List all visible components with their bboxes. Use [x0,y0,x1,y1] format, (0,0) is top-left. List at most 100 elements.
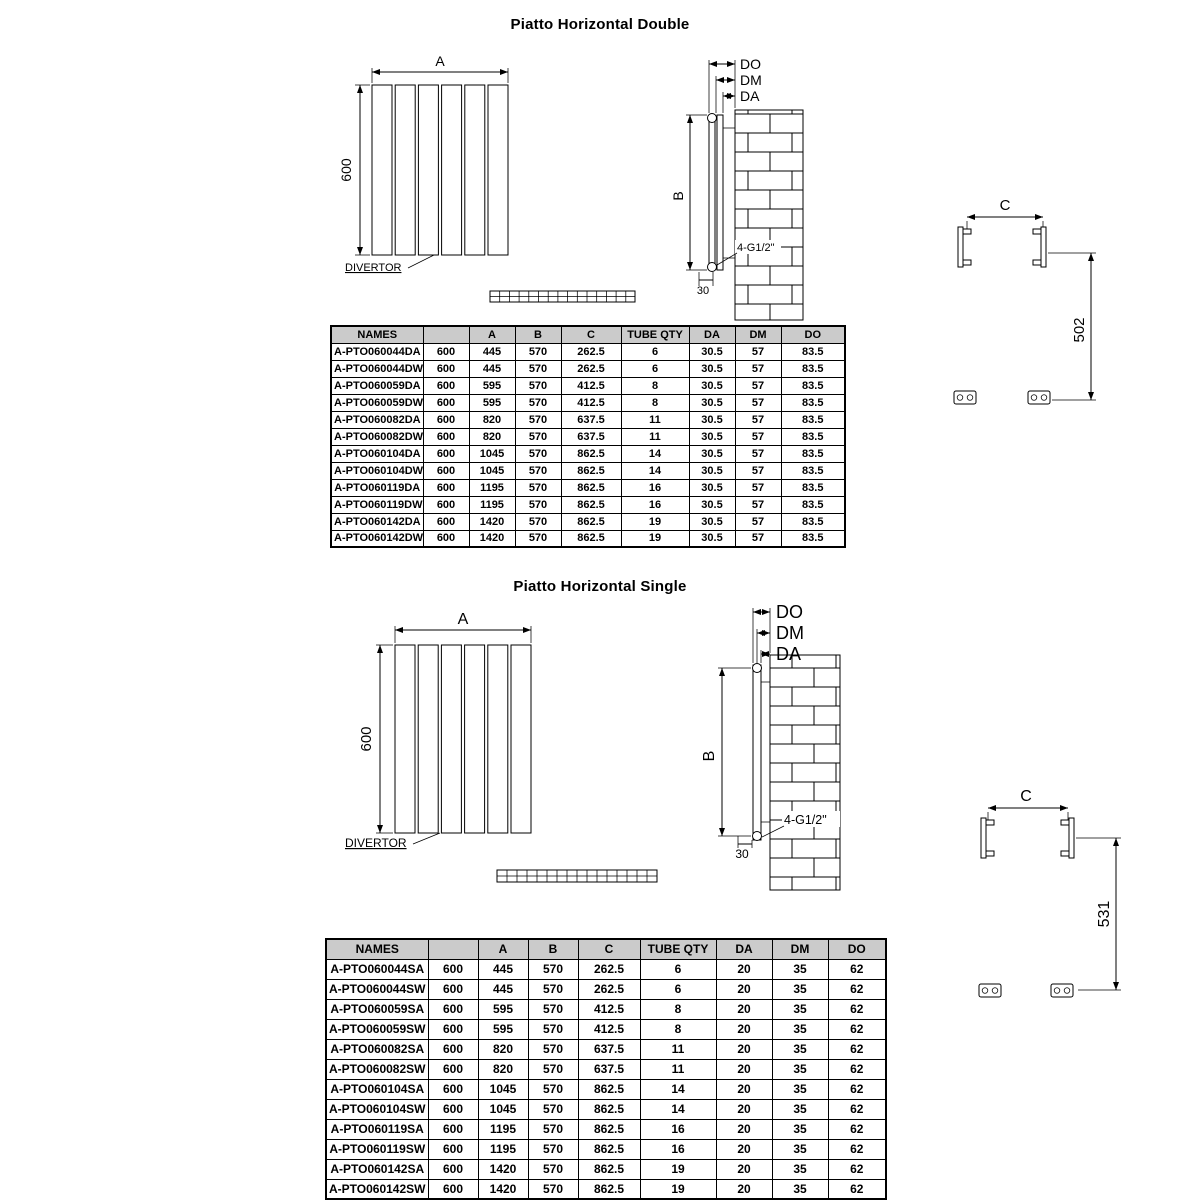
cell-da: 20 [715,1058,773,1080]
col-da: DA [688,325,736,344]
cell-dm: 35 [771,1058,829,1080]
cell-c: 262.5 [577,978,641,1000]
table-row: A-PTO060059SA 600 595 570 412.5 8 20 35 … [325,998,887,1020]
cell-a: 445 [468,359,516,378]
cell-do: 62 [827,978,887,1000]
cell-height: 600 [422,427,470,446]
table-header-row: NAMES A B C TUBE QTY DA DM DO [325,938,887,960]
cell-name: A-PTO060044SW [325,978,429,1000]
cell-name: A-PTO060119SW [325,1138,429,1160]
dim-da-label: DA [776,644,801,664]
dim-600-label: 600 [338,158,354,182]
spec-table-single: NAMES A B C TUBE QTY DA DM DO A-PTO06004… [325,938,887,1200]
dimension-height: 600 [358,644,393,834]
cell-height: 600 [427,1058,479,1080]
table-row: A-PTO060082DW 600 820 570 637.5 11 30.5 … [330,427,846,446]
cell-da: 30.5 [688,359,736,378]
cell-dm: 35 [771,1018,829,1040]
table-row: A-PTO060059SW 600 595 570 412.5 8 20 35 … [325,1018,887,1040]
cell-name: A-PTO060082SA [325,1038,429,1060]
cell-a: 1195 [468,478,516,497]
radiator-panels [394,644,532,834]
cell-do: 83.5 [780,427,846,446]
divertor-label: DIVERTOR [345,836,407,850]
cell-name: A-PTO060119DA [330,478,424,497]
dimension-span: 502 [1048,252,1096,401]
dimension-c: C [966,197,1044,230]
cell-dm: 57 [734,512,782,531]
table-row: A-PTO060119DW 600 1195 570 862.5 16 30.5… [330,495,846,514]
cell-b: 570 [527,1138,579,1160]
cell-name: A-PTO060082DW [330,427,424,446]
cell-a: 1045 [468,444,516,463]
dim-dm-label: DM [776,623,804,643]
cell-height: 600 [422,529,470,548]
cell-a: 1195 [477,1118,529,1140]
col-do: DO [780,325,846,344]
cell-do: 62 [827,1018,887,1040]
thread-callout: 4-G1/2" [716,240,781,266]
table-row: A-PTO060044SW 600 445 570 262.5 6 20 35 … [325,978,887,1000]
cell-a: 820 [468,410,516,429]
cell-da: 20 [715,1158,773,1180]
col-b: B [514,325,562,344]
cell-height: 600 [422,410,470,429]
top-bracket-right [1060,817,1075,859]
top-view-double [489,290,636,303]
cell-tube-qty: 19 [620,529,690,548]
top-bracket-left [980,817,995,859]
cell-a: 445 [477,978,529,1000]
cell-tube-qty: 16 [620,478,690,497]
cell-dm: 35 [771,958,829,980]
table-row: A-PTO060044DW 600 445 570 262.5 6 30.5 5… [330,359,846,378]
cell-height: 600 [422,359,470,378]
cell-da: 30.5 [688,410,736,429]
cell-a: 595 [468,376,516,395]
divertor-callout: DIVERTOR [345,832,441,850]
cell-tube-qty: 19 [639,1158,717,1180]
table-row: A-PTO060142SA 600 1420 570 862.5 19 20 3… [325,1158,887,1180]
cell-da: 20 [715,1038,773,1060]
dimension-b: B [701,667,751,837]
cell-do: 83.5 [780,342,846,361]
cell-c: 862.5 [560,478,622,497]
cell-do: 83.5 [780,461,846,480]
cell-tube-qty: 16 [639,1138,717,1160]
cell-c: 412.5 [577,998,641,1020]
cell-da: 30.5 [688,478,736,497]
cell-tube-qty: 8 [639,998,717,1020]
cell-c: 262.5 [560,342,622,361]
cell-dm: 35 [771,1158,829,1180]
cell-height: 600 [427,998,479,1020]
cell-height: 600 [422,478,470,497]
cell-do: 83.5 [780,410,846,429]
cell-height: 600 [422,342,470,361]
cell-c: 862.5 [577,1098,641,1120]
cell-do: 62 [827,958,887,980]
dimension-c: C [987,788,1069,821]
cell-name: A-PTO060104SW [325,1098,429,1120]
cell-da: 20 [715,1178,773,1200]
cell-b: 570 [514,478,562,497]
cell-a: 1045 [477,1078,529,1100]
cell-da: 20 [715,1118,773,1140]
cell-name: A-PTO060059SW [325,1018,429,1040]
divertor-callout: DIVERTOR [345,254,435,274]
cell-c: 862.5 [577,1178,641,1200]
cell-tube-qty: 11 [639,1058,717,1080]
cell-b: 570 [527,1018,579,1040]
wall [734,109,804,321]
cell-c: 412.5 [577,1018,641,1040]
table-row: A-PTO060142SW 600 1420 570 862.5 19 20 3… [325,1178,887,1200]
cell-do: 62 [827,1138,887,1160]
cell-da: 30.5 [688,376,736,395]
cell-do: 62 [827,1098,887,1120]
top-view-single [496,869,658,883]
cell-dm: 35 [771,1098,829,1120]
cell-b: 570 [527,998,579,1020]
table-row: A-PTO060119SW 600 1195 570 862.5 16 20 3… [325,1138,887,1160]
cell-dm: 57 [734,342,782,361]
cell-height: 600 [427,1158,479,1180]
section-title-double: Piatto Horizontal Double [510,16,690,33]
cell-height: 600 [427,1138,479,1160]
